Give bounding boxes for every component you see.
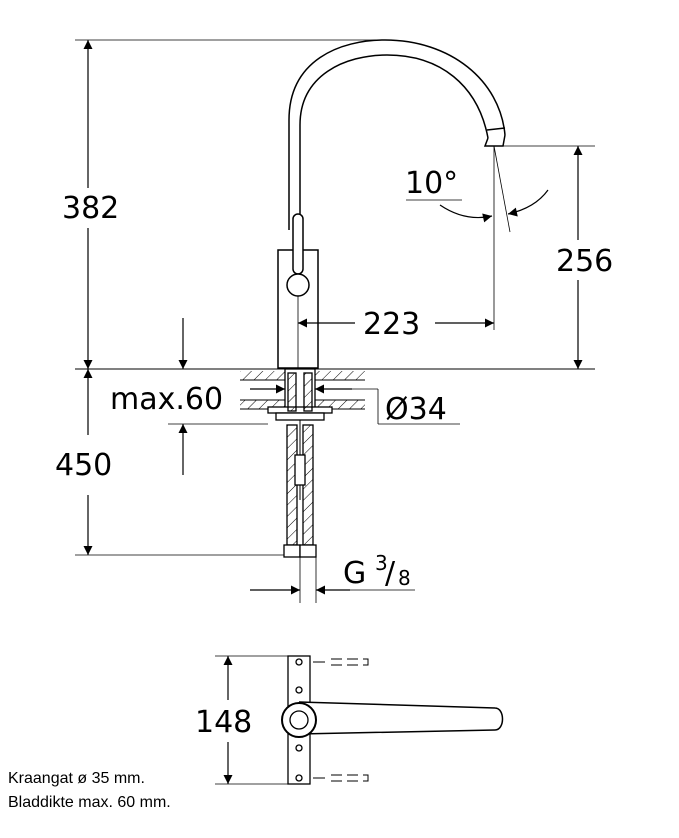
dim-spout-height: 256 [500, 145, 613, 369]
connection-denominator: 8 [398, 566, 411, 590]
note-hole-size: Kraangat ø 35 mm. [8, 770, 145, 787]
max-thickness-label: max.60 [110, 382, 223, 417]
connection-prefix: G [343, 556, 366, 591]
dim-connection-thread: G 3 / 8 [250, 551, 415, 603]
dim-max-thickness: max.60 [110, 318, 268, 475]
dim-spout-reach: 223 [298, 146, 495, 342]
faucet-plan-view [281, 655, 504, 785]
mounting-assembly [267, 368, 333, 558]
note-max-thickness: Bladdikte max. 60 mm. [8, 794, 171, 811]
connection-slash: / [385, 556, 396, 591]
hose-length-label: 450 [55, 448, 112, 483]
total-height-label: 382 [62, 191, 119, 226]
spout-height-label: 256 [556, 244, 613, 279]
hole-diameter-label: Ø34 [385, 392, 447, 427]
connection-numerator: 3 [375, 551, 388, 575]
spout-reach-label: 223 [363, 307, 420, 342]
dim-swivel-angle: 10° [405, 145, 549, 233]
plan-depth-label: 148 [195, 705, 252, 740]
dim-total-height: 382 [62, 39, 385, 369]
dim-plan-depth: 148 [195, 655, 288, 785]
dim-hose-length: 450 [55, 369, 284, 556]
swivel-angle-label: 10° [405, 166, 458, 201]
dim-hole-diameter: Ø34 [250, 384, 460, 427]
